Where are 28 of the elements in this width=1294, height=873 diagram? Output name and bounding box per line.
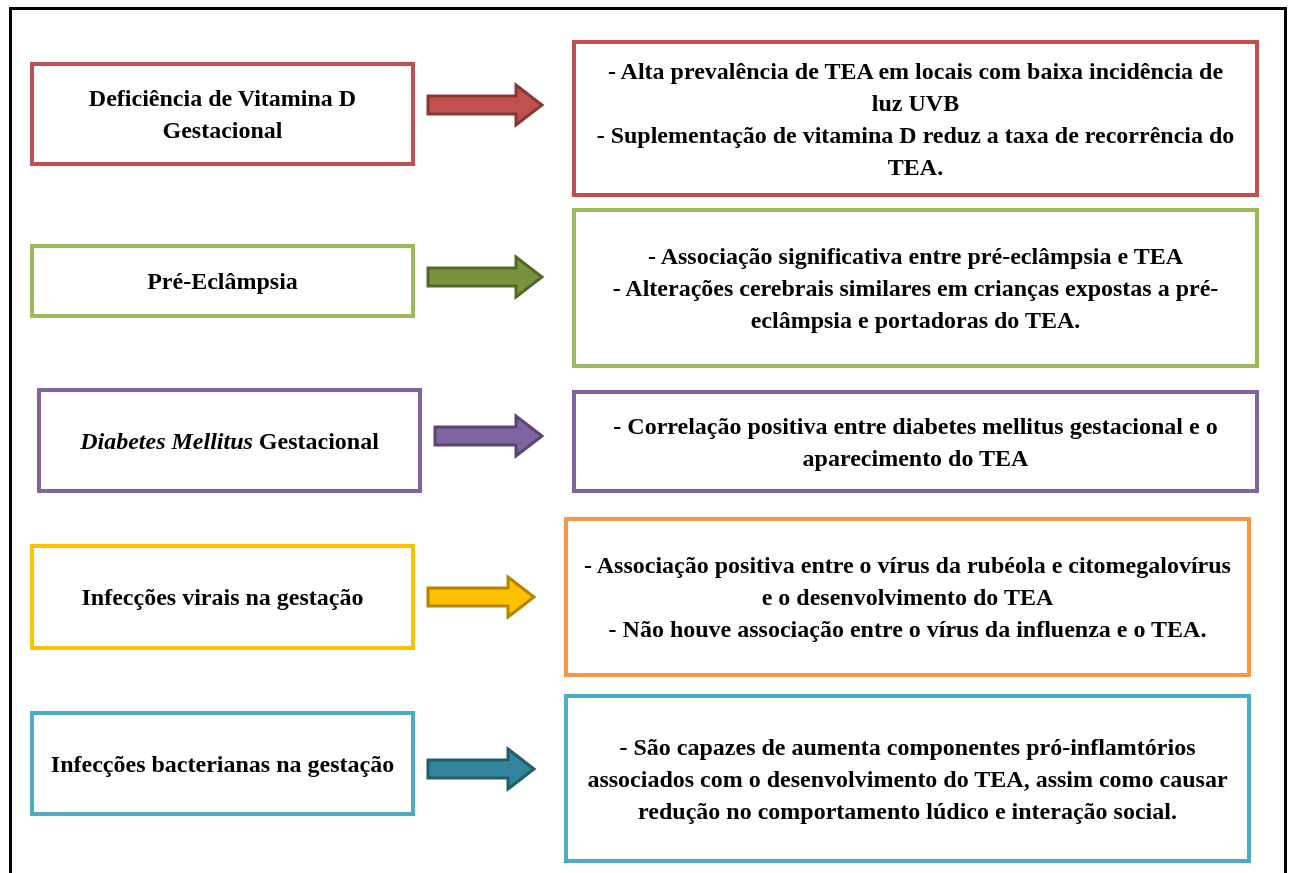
box-text: Diabetes Mellitus Gestacional [80,426,379,456]
block-arrow [426,573,537,621]
text-box [30,244,415,318]
box-text: - Alta prevalência de TEA em locais com baixa incidência de luz UVB [606,56,1225,118]
box-text: - Associação positiva entre o vírus da rubéola e citomegalovírus e o desenvolvimento do TEA [584,551,1231,612]
box-text: - Não houve associação entre o vírus da influenza e o TEA. [608,615,1207,644]
text-box [572,208,1259,368]
block-arrow [426,81,545,129]
box-text: - Associação significativa entre pré-eclâmpsia e TEA [647,242,1183,271]
text-box [572,40,1259,197]
text-box [30,711,415,816]
text-box [30,544,415,650]
block-arrow [433,412,545,460]
box-text: - São capazes de aumenta componentes pró-inflamtórios associados com o desenvolvimento do TEA, assim como causar redução no comportamento lúdico e interação social. [586,732,1229,826]
box-text: Infecções bacterianas na gestação [50,749,395,779]
text-box [37,388,422,493]
box-text: - Alterações cerebrais similares em crianças expostas a pré-eclâmpsia e portadoras do TEA. [611,274,1220,335]
text-box [572,390,1259,493]
text-box [564,517,1251,677]
text-box [564,694,1251,863]
box-text: Infecções virais na gestação [81,583,364,612]
block-arrow [426,253,545,301]
box-text: - Correlação positiva entre diabetes mellitus gestacional e o aparecimento do TEA [612,411,1219,473]
box-text: Deficiência de Vitamina D Gestacional [87,84,358,145]
box-text: - Suplementação de vitamina D reduz a taxa de recorrência do TEA. [595,120,1236,182]
block-arrow [426,745,537,793]
text-box [30,62,415,166]
box-text: Pré-Eclâmpsia [147,267,298,296]
